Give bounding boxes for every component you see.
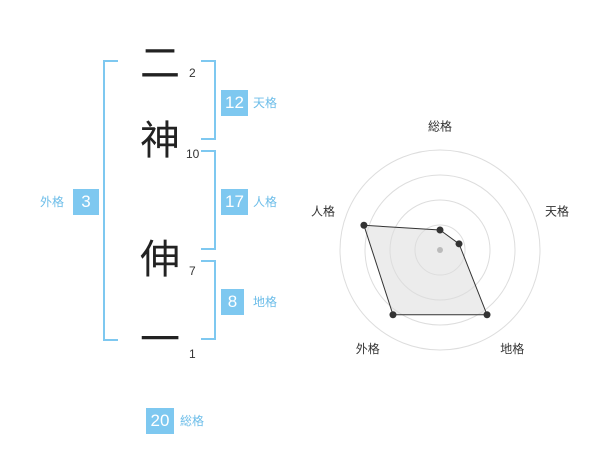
radar-axis-label-2: 天格 bbox=[545, 203, 569, 218]
radar-grid-ring bbox=[339, 149, 541, 351]
jinkaku-bracket bbox=[201, 150, 216, 250]
stroke-count-1: 2 bbox=[189, 66, 196, 80]
radar-point-5 bbox=[360, 221, 368, 229]
name-char-2: 神 bbox=[140, 118, 180, 164]
stroke-count-2: 10 bbox=[186, 147, 200, 161]
radar-center-dot bbox=[437, 247, 443, 253]
name-char-1: 二 bbox=[140, 41, 180, 87]
jinkaku-value-badge: 17 bbox=[221, 189, 248, 215]
jinkaku-label: 人格 bbox=[253, 195, 278, 209]
stroke-count-3: 7 bbox=[189, 264, 196, 278]
radar-axis-label-5: 人格 bbox=[311, 203, 335, 218]
name-char-3: 伸 bbox=[140, 237, 180, 283]
radar-point-4 bbox=[389, 311, 397, 319]
gaikaku-label: 外格 bbox=[40, 195, 65, 209]
tenkaku-value-badge: 12 bbox=[221, 90, 248, 116]
chikaku-label: 地格 bbox=[253, 295, 278, 309]
stroke-count-4: 1 bbox=[189, 347, 196, 361]
tenkaku-label: 天格 bbox=[253, 96, 278, 110]
radar-point-1 bbox=[436, 226, 444, 234]
tenkaku-bracket bbox=[201, 60, 216, 140]
radar-axis-label-1: 総格 bbox=[428, 119, 452, 134]
soukaku-value-badge: 20 bbox=[146, 408, 174, 434]
gaikaku-value-badge: 3 bbox=[73, 189, 99, 215]
radar-axis-label-3: 地格 bbox=[500, 341, 524, 356]
radar-data-polygon bbox=[363, 224, 488, 316]
radar-axis-label-4: 外格 bbox=[356, 341, 380, 356]
outer-bracket bbox=[103, 60, 118, 341]
radar-grid-ring bbox=[364, 174, 516, 326]
soukaku-label: 総格 bbox=[180, 414, 205, 428]
radar-point-2 bbox=[455, 240, 463, 248]
chikaku-value-badge: 8 bbox=[221, 289, 244, 315]
chikaku-bracket bbox=[201, 260, 216, 340]
name-char-4: 一 bbox=[140, 317, 180, 363]
radar-point-3 bbox=[483, 311, 491, 319]
